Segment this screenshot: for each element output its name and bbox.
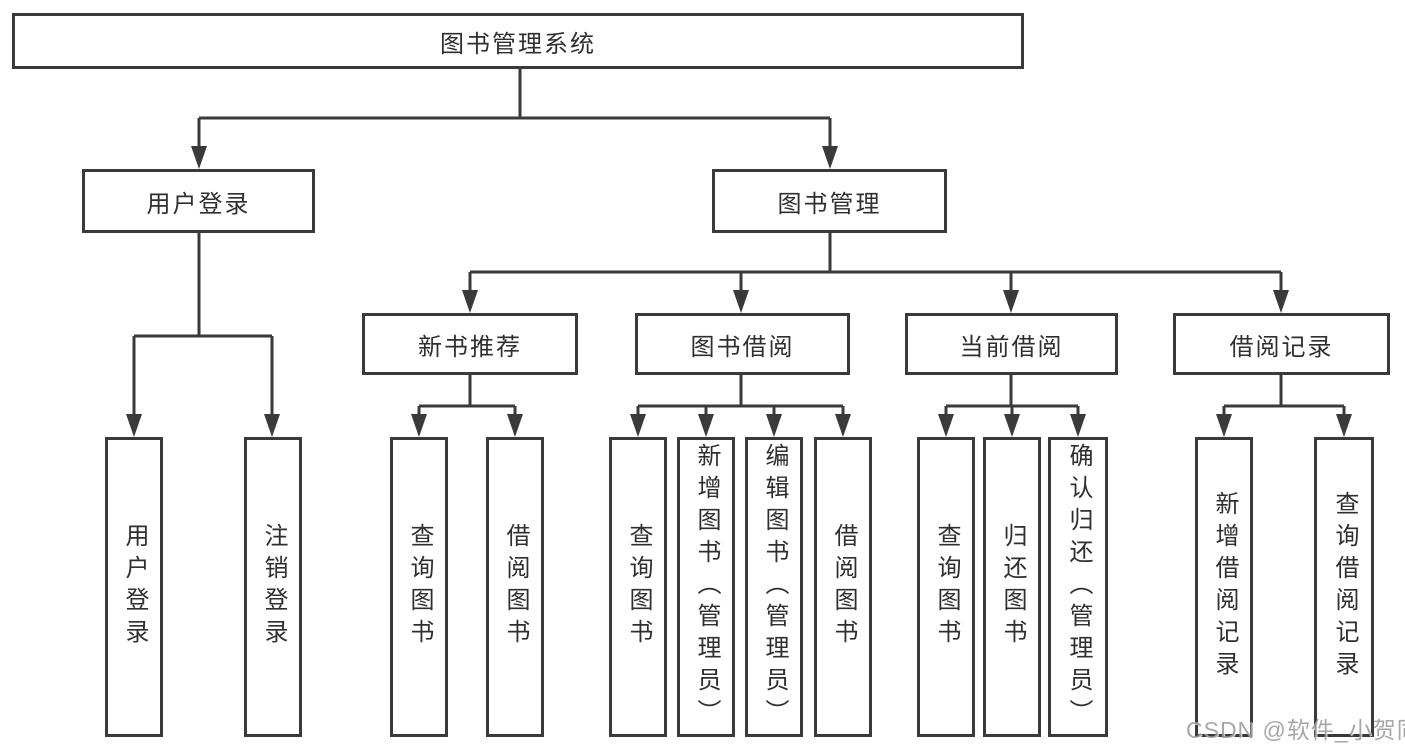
leaf-return-books: 归还图书 [983, 437, 1041, 737]
node-book-borrow: 图书借阅 [635, 313, 850, 375]
leaf-add-books-admin: 新增图书（管理员） [677, 437, 735, 737]
node-new-book-recommend: 新书推荐 [362, 313, 578, 375]
leaf-user-login: 用户登录 [105, 437, 163, 737]
leaf-logout: 注销登录 [244, 437, 302, 737]
leaf-confirm-return-admin: 确认归还（管理员） [1048, 437, 1108, 737]
node-current-borrow: 当前借阅 [905, 313, 1118, 375]
node-user-login: 用户登录 [82, 169, 315, 233]
leaf-current-query-books: 查询图书 [917, 437, 975, 737]
leaf-query-borrow-record: 查询借阅记录 [1314, 437, 1374, 737]
leaf-borrow-query-books: 查询图书 [609, 437, 667, 737]
leaf-add-borrow-record: 新增借阅记录 [1195, 437, 1253, 737]
leaf-borrow-books: 借阅图书 [814, 437, 872, 737]
leaf-newbook-query-books: 查询图书 [390, 437, 448, 737]
node-book-management: 图书管理 [712, 169, 947, 233]
leaf-newbook-borrow-books: 借阅图书 [486, 437, 544, 737]
leaf-edit-books-admin: 编辑图书（管理员） [745, 437, 803, 737]
csdn-watermark: CSDN @软件_小贺同学 [1186, 717, 1405, 743]
arrowheads [126, 146, 1352, 437]
node-root-system: 图书管理系统 [12, 13, 1024, 69]
node-borrow-records: 借阅记录 [1173, 313, 1390, 375]
